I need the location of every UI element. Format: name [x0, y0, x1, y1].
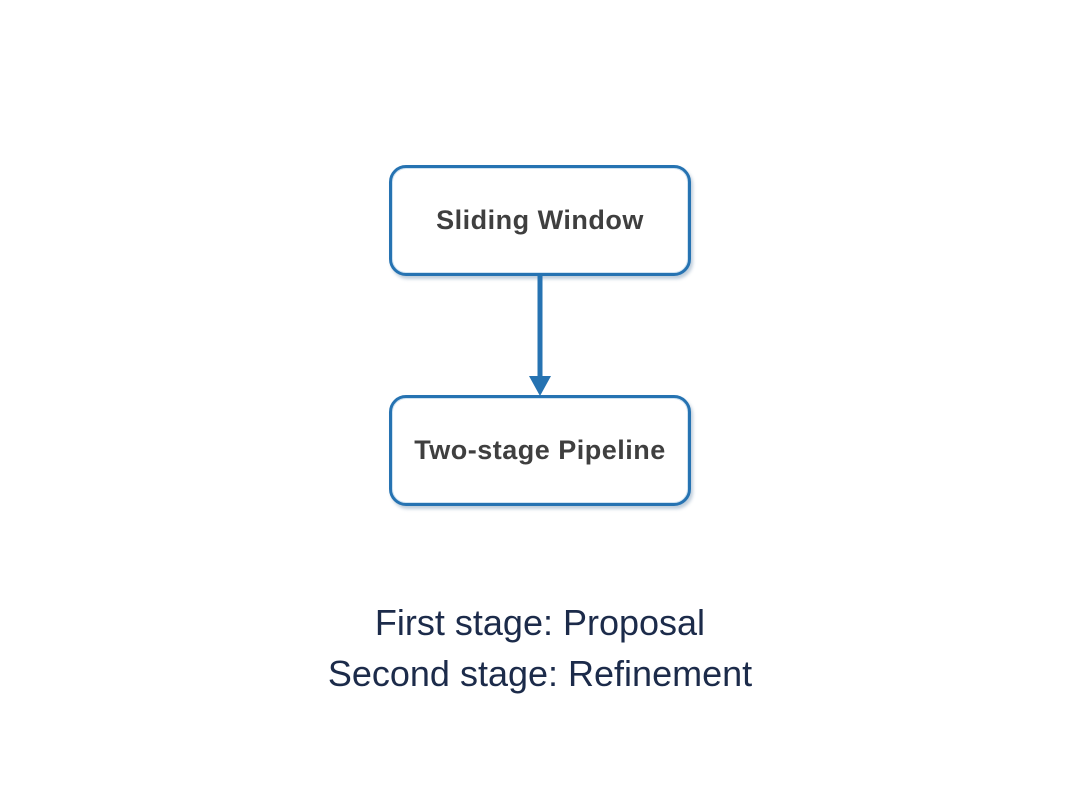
caption-line-2: Second stage: Refinement	[327, 653, 753, 694]
down-arrow-icon	[529, 276, 551, 396]
node-two-stage-pipeline-label: Two-stage Pipeline	[414, 435, 666, 465]
node-two-stage-pipeline: Two-stage Pipeline	[389, 395, 691, 506]
caption-line-1: First stage: Proposal	[374, 602, 706, 643]
node-sliding-window-label: Sliding Window	[436, 205, 644, 235]
caption-block: First stage: Proposal Second stage: Refi…	[0, 597, 1080, 699]
node-sliding-window: Sliding Window	[389, 165, 691, 276]
